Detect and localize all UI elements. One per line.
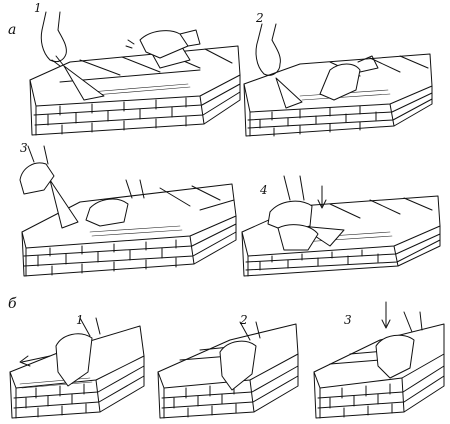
hand-left-a1 — [40, 11, 67, 67]
brick-wall-a4 — [241, 195, 441, 277]
step-label-a3: 3 — [20, 141, 28, 155]
panel-a4: 4 — [241, 175, 441, 277]
brick-wall-a3 — [21, 183, 237, 277]
step-label-b1: 1 — [76, 313, 84, 327]
hand-left-a2 — [255, 23, 281, 76]
hand-right-a2 — [319, 55, 379, 101]
brick-wall-a1 — [29, 45, 241, 136]
panel-a2: 2 — [243, 11, 433, 137]
step-label-a2: 2 — [255, 11, 264, 25]
panel-a3: 3 — [19, 141, 237, 277]
panel-b3: 3 — [313, 301, 445, 419]
hand-b3 — [375, 311, 423, 379]
trowel-a1 — [55, 55, 105, 101]
hand-right-brick-a1 — [125, 29, 201, 69]
hand-right-a3 — [85, 179, 145, 227]
step-label-b3: 3 — [344, 313, 352, 327]
panel-b2: 2 — [157, 313, 299, 419]
hands-a4 — [267, 175, 319, 251]
panel-b1: б 1 — [8, 296, 145, 419]
brick-wall-b2 — [157, 323, 299, 419]
brick-wall-b1 — [9, 325, 145, 419]
step-label-a1: 1 — [34, 1, 42, 15]
step-label-a4: 4 — [259, 183, 268, 197]
panel-a1: а 1 — [8, 1, 241, 136]
section-label-b: б — [8, 296, 17, 312]
step-label-b2: 2 — [239, 313, 248, 327]
section-label-a: а — [8, 22, 16, 38]
hand-b2 — [219, 321, 261, 391]
down-arrow-a4 — [317, 185, 327, 209]
hand-b1 — [55, 317, 101, 387]
left-arrow-b1 — [19, 355, 51, 367]
down-arrow-b3 — [381, 301, 391, 329]
trowel-a3 — [49, 179, 79, 229]
brick-wall-b3 — [313, 323, 445, 419]
trowel-a2 — [275, 77, 303, 109]
hand-left-a3 — [19, 145, 55, 195]
